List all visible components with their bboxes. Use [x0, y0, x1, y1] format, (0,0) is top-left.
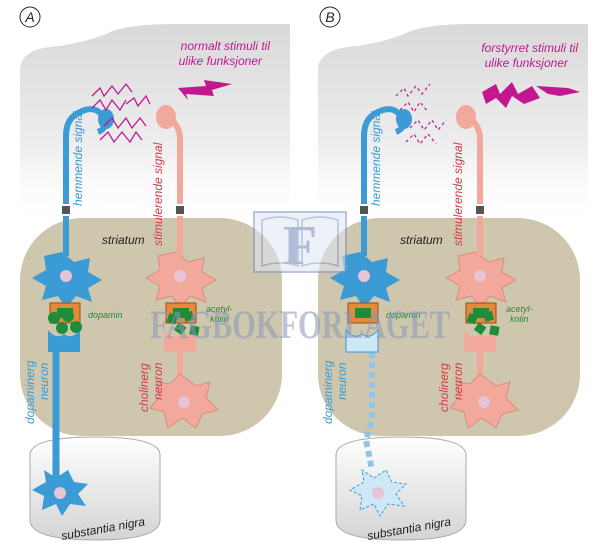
- panel-b-stimuli-line1: forstyrret stimuli til: [481, 41, 578, 55]
- panel-b-acetylcholine-molecule-4: [489, 325, 500, 336]
- panel-a-stimulate-synapse: [176, 206, 184, 214]
- panel-a-stimulate-terminal: [156, 105, 176, 129]
- watermark-text: FAGBOKFORLAGET: [150, 302, 450, 347]
- panel-b-inhibit-nucleus: [358, 270, 370, 282]
- panel-a-cholinergic-line2: neuron: [151, 362, 165, 400]
- panel-a-cholinergic-line1: cholinerg: [137, 363, 151, 412]
- panel-a-dopamine-molecule-3: [56, 322, 68, 334]
- panel-b-inhibit-terminal: [396, 109, 412, 129]
- panel-b-acetylcholine-molecule-2: [483, 310, 495, 322]
- panel-a-letter: A: [24, 9, 34, 25]
- panel-a-dopaminergic-line2: neuron: [37, 362, 51, 400]
- panel-b-dopaminergic-line2: neuron: [335, 362, 349, 400]
- panel-a-acetylcholine-molecule-1: [166, 312, 179, 325]
- panel-b-letter: B: [325, 9, 334, 25]
- panel-b-acetylcholine-terminal: [464, 330, 496, 352]
- panel-b-dopamine-label: dopamin: [386, 310, 421, 320]
- panel-a-dopaminergic-line1: dopaminerg: [23, 360, 37, 424]
- panel-a-acetyl-line2: kolin: [210, 314, 229, 324]
- panel-a-inhibit-label: hemmende signal: [71, 111, 85, 206]
- panel-a-inhibit-terminal: [98, 109, 114, 129]
- panel-a-stimulate-label: stimulerende signal: [151, 142, 165, 246]
- panel-a-acetylcholine-molecule-4: [189, 325, 200, 336]
- panel-a-stimulate-nucleus: [174, 270, 186, 282]
- panel-b-cortex-area: [318, 24, 588, 230]
- panel-b-acetyl-line2: kolin: [510, 314, 529, 324]
- panel-b-degenerated-axon: [362, 352, 375, 471]
- panel-a-lightning-icon: [178, 80, 232, 100]
- panel-b-stimulate-synapse: [476, 206, 484, 214]
- panel-a-acetylcholine-molecule-3: [173, 322, 187, 335]
- panel-b-letter-circle: [319, 6, 341, 28]
- watermark-book-icon: [253, 211, 347, 273]
- panel-a-dopamine-terminal: [48, 330, 80, 352]
- panel-a-inhibit-nucleus: [60, 270, 72, 282]
- panel-b-stimulate-terminal: [456, 105, 476, 129]
- panel-a-cortex-area: [20, 24, 290, 230]
- panel-b-acetylcholine-molecule-1: [466, 312, 479, 325]
- panel-b-dopamine-terminal: [345, 328, 379, 353]
- panel-a-striatum-label: striatum: [102, 233, 145, 247]
- panel-b-dopaminergic-line1: dopaminerg: [321, 360, 335, 424]
- panel-a-receptor-bound-acetylcholine: [173, 308, 189, 318]
- watermark-letter: F: [283, 215, 317, 277]
- panel-a-dopamine-molecule-2: [62, 310, 74, 322]
- panel-b-cholinergic-nucleus: [478, 396, 490, 408]
- panel-b-stimuli-line2: ulike funksjoner: [485, 56, 569, 70]
- panel-b-stimulate-label: stimulerende signal: [451, 142, 465, 246]
- panel-a-nigra-nucleus: [54, 487, 66, 499]
- panel-a-stimuli-line1: normalt stimuli til: [181, 39, 271, 53]
- panel-a-letter-circle: [19, 6, 41, 28]
- panel-b-cholinergic-line2: neuron: [451, 362, 465, 400]
- panel-a-cholinergic-nucleus: [178, 396, 190, 408]
- panel-b: B: [318, 6, 588, 543]
- panel-a-dopamine-molecule-4: [70, 321, 82, 333]
- panel-b-acetyl-line1: acetyl-: [506, 304, 533, 314]
- panel-a-signal-zigzags: [91, 82, 151, 144]
- panel-b-cholinergic-line1: cholinerg: [437, 363, 451, 412]
- panel-b-lightning-tail: [536, 86, 580, 96]
- panel-b-inhibit-synapse: [360, 206, 368, 214]
- panel-b-inhibit-label: hemmende signal: [369, 111, 383, 206]
- panel-b-stimulate-nucleus: [474, 270, 486, 282]
- panel-b-signal-zigzags: [395, 83, 447, 146]
- publisher-watermark: F FAGBOKFORLAGET: [150, 211, 450, 347]
- panel-a-acetylcholine-molecule-2: [183, 310, 195, 322]
- panel-b-lightning-icon: [482, 82, 540, 108]
- panel-a: A: [19, 6, 290, 543]
- panel-a-acetylcholine-terminal: [164, 330, 196, 352]
- panel-b-receptor-bound-dopamine: [355, 308, 371, 318]
- panel-a-dopamine-label: dopamin: [88, 310, 123, 320]
- panel-a-dopamine-molecule-1: [48, 312, 60, 324]
- panel-a-stimuli-line2: ulike funksjoner: [179, 54, 263, 68]
- panel-b-striatum-label: striatum: [400, 233, 443, 247]
- panel-b-nigra-nucleus: [372, 487, 384, 499]
- panel-b-acetylcholine-molecule-3: [473, 322, 487, 335]
- panel-a-acetyl-line1: acetyl-: [206, 304, 233, 314]
- panel-a-inhibit-synapse: [62, 206, 70, 214]
- panel-b-receptor-bound-acetylcholine: [473, 308, 489, 318]
